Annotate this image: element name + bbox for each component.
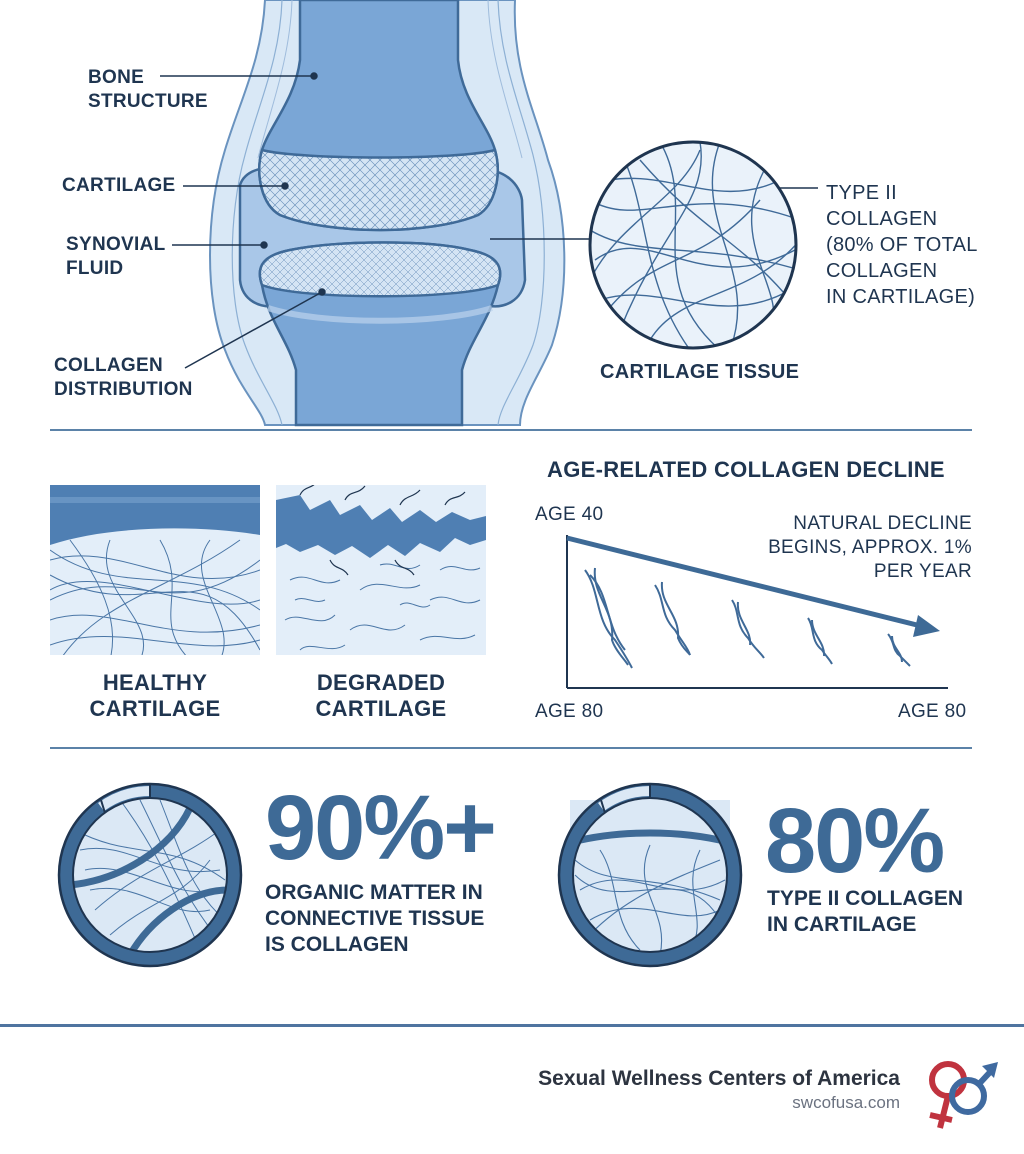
stat-1-value: 90%+ bbox=[265, 777, 497, 879]
label-synovial-fluid: SYNOVIAL FLUID bbox=[66, 234, 166, 279]
label-degraded-cartilage: DEGRADED CARTILAGE bbox=[315, 670, 447, 721]
stat-circle-1 bbox=[57, 782, 243, 968]
healthy-cartilage-panel bbox=[50, 485, 260, 655]
degraded-cartilage-panel bbox=[276, 485, 486, 655]
leader-lines bbox=[160, 72, 818, 369]
label-healthy-cartilage: HEALTHY CARTILAGE bbox=[89, 670, 221, 721]
footer-brand-name: Sexual Wellness Centers of America bbox=[538, 1067, 900, 1090]
decline-age-bottom-left: AGE 80 bbox=[535, 701, 604, 722]
decline-age-bottom-right: AGE 80 bbox=[898, 701, 967, 722]
decline-note: NATURAL DECLINE BEGINS, APPROX. 1% PER Y… bbox=[768, 513, 972, 582]
label-bone-structure: BONE STRUCTURE bbox=[88, 67, 208, 112]
stat-circle-2 bbox=[557, 782, 743, 968]
decline-title: AGE-RELATED COLLAGEN DECLINE bbox=[547, 457, 945, 482]
joint-illustration bbox=[209, 0, 566, 427]
decline-chart bbox=[566, 535, 948, 689]
stat-1-description: ORGANIC MATTER IN CONNECTIVE TISSUE IS C… bbox=[265, 881, 485, 956]
footer-url: swcofusa.com bbox=[792, 1093, 900, 1112]
label-collagen-distribution: COLLAGEN DISTRIBUTION bbox=[54, 355, 193, 400]
gender-symbols-logo-icon bbox=[929, 1061, 998, 1129]
footer-divider bbox=[0, 1024, 1024, 1027]
label-cartilage: CARTILAGE bbox=[62, 175, 176, 196]
label-cartilage-tissue: CARTILAGE TISSUE bbox=[600, 361, 800, 383]
stat-2-value: 80% bbox=[765, 790, 945, 892]
cartilage-tissue-circle bbox=[588, 140, 798, 350]
decline-age-start: AGE 40 bbox=[535, 504, 604, 525]
label-type2-collagen: TYPE II COLLAGEN (80% OF TOTAL COLLAGEN … bbox=[826, 182, 978, 308]
stat-2-description: TYPE II COLLAGEN IN CARTILAGE bbox=[767, 887, 964, 936]
